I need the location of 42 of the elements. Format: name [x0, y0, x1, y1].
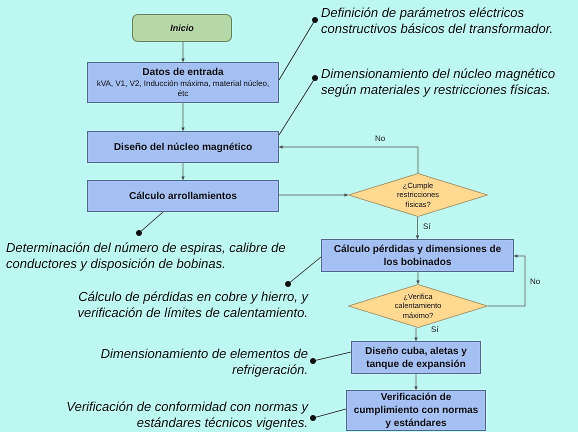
process-title: Cálculo pérdidas y dimensiones de los bobinados [332, 242, 502, 268]
arrow [181, 162, 185, 180]
process-box [87, 180, 279, 212]
process-title: Diseño del núcleo magnético [114, 140, 252, 154]
arrow [488, 254, 526, 306]
edge-label: No [529, 277, 542, 286]
annotation-text: Verificación de conformidad con normas y estándares técnicos vigentes. [65, 398, 308, 432]
decision-diamond [348, 173, 488, 217]
arrow [278, 145, 418, 174]
leader-line [278, 75, 318, 136]
arrow [278, 193, 348, 197]
process-title: Verificación de cumplimiento con normas y estándares [353, 391, 479, 430]
leader-line [310, 408, 346, 421]
annotation-text: Determinación del número de espiras, calibre de conductores y disposición de bobinas. [6, 240, 287, 272]
process-detail: kVA, V1, V2, Inducción máxima, material núcleo, étc [96, 79, 270, 99]
process-title: Cálculo arrollamientos [129, 190, 237, 202]
process-box [87, 62, 279, 103]
leader-line [310, 352, 352, 364]
arrow [181, 102, 185, 132]
process-box [351, 341, 481, 374]
arrow [416, 272, 420, 284]
process-box [321, 239, 514, 272]
annotation-text: Dimensionamiento del núcleo magnético según materiales y restricciones físicas. [321, 66, 556, 98]
process-title: Datos de entrada [142, 66, 224, 79]
process-title: Diseño cuba, aletas y tanque de expansión [364, 344, 468, 370]
arrow [414, 374, 418, 390]
arrow [181, 42, 185, 62]
terminal-text: Inicio [170, 23, 194, 33]
annotation-text: Definición de parámetros eléctricos constructivos básicos del transformador. [321, 4, 554, 38]
annotation-text: Dimensionamiento de elementos de refrigeración. [100, 346, 308, 378]
start-terminal [132, 14, 232, 42]
leader-line [136, 212, 164, 236]
arrow [416, 216, 420, 240]
edge-label: Sí [422, 222, 432, 231]
decision-diamond [348, 284, 488, 328]
process-box [87, 131, 279, 163]
arrow [414, 328, 418, 342]
leader-line [278, 17, 318, 80]
edge-label: No [374, 134, 386, 143]
edge-label: Sí [430, 325, 440, 334]
leader-line [285, 256, 322, 287]
annotation-text: Cálculo de pérdidas en cobre y hierro, y verificación de límites de calentamiento. [76, 288, 308, 322]
